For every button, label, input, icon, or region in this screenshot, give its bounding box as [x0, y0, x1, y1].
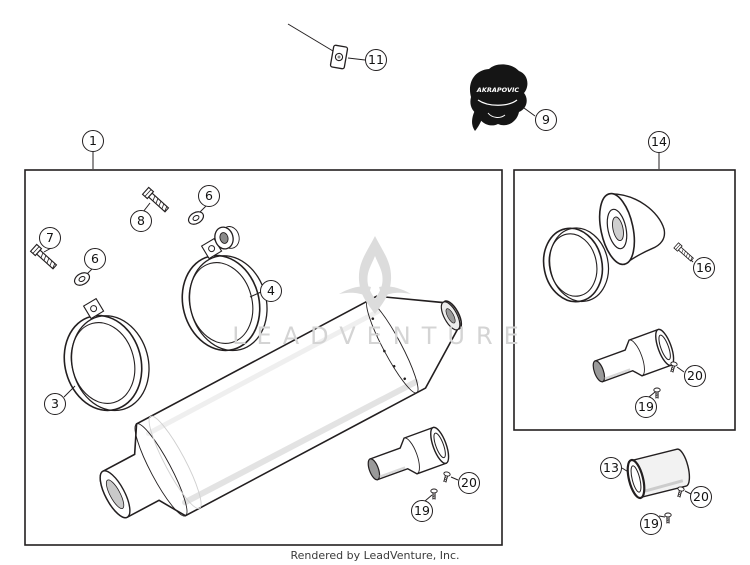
mount-bracket [329, 44, 349, 70]
callout-19-a[interactable]: 19 [635, 396, 657, 418]
rubber-damper [214, 226, 240, 250]
callout-20-a[interactable]: 20 [684, 365, 706, 387]
callout-9[interactable]: 9 [535, 109, 557, 131]
clamp-front [48, 288, 161, 422]
callout-8[interactable]: 8 [130, 210, 152, 232]
washer-rear [185, 208, 207, 228]
footer-credit: Rendered by LeadVenture, Inc. [290, 549, 460, 562]
elbow-pipe-main [361, 424, 454, 490]
watermark-text: LEADVENTURE [232, 322, 530, 350]
callout-16[interactable]: 16 [693, 257, 715, 279]
badge-brand-text: AKRAPOVIC [476, 86, 520, 94]
callout-19-c[interactable]: 19 [640, 513, 662, 535]
callout-3[interactable]: 3 [44, 393, 66, 415]
callout-14[interactable]: 14 [648, 131, 670, 153]
sleeve [626, 448, 691, 500]
rivet-19-main [430, 488, 438, 500]
rivet-19-sleeve [664, 512, 672, 524]
bolt-endcap [673, 242, 695, 263]
callout-7[interactable]: 7 [39, 227, 61, 249]
rivet-19-kit [653, 387, 661, 399]
callout-11[interactable]: 11 [365, 49, 387, 71]
endcap-group-box [513, 169, 736, 431]
akrapovic-badge: AKRAPOVIC [469, 64, 528, 131]
callout-6-a[interactable]: 6 [198, 185, 220, 207]
end-cap [598, 192, 666, 266]
silencer-group-box [24, 169, 503, 546]
callout-20-c[interactable]: 20 [690, 486, 712, 508]
gasket-ring [542, 227, 610, 303]
leadventure-watermark: LEADVENTURE [232, 236, 530, 350]
elbow-pipe-kit [586, 326, 679, 392]
silencer-muffler [99, 295, 463, 519]
flame-logo [339, 236, 411, 314]
callout-13[interactable]: 13 [600, 457, 622, 479]
callout-20-b[interactable]: 20 [458, 472, 480, 494]
callout-6-b[interactable]: 6 [84, 248, 106, 270]
screw-20-main [441, 470, 452, 484]
callout-1[interactable]: 1 [82, 130, 104, 152]
callout-4[interactable]: 4 [260, 280, 282, 302]
callout-19-b[interactable]: 19 [411, 500, 433, 522]
bolt-rear [141, 186, 171, 214]
